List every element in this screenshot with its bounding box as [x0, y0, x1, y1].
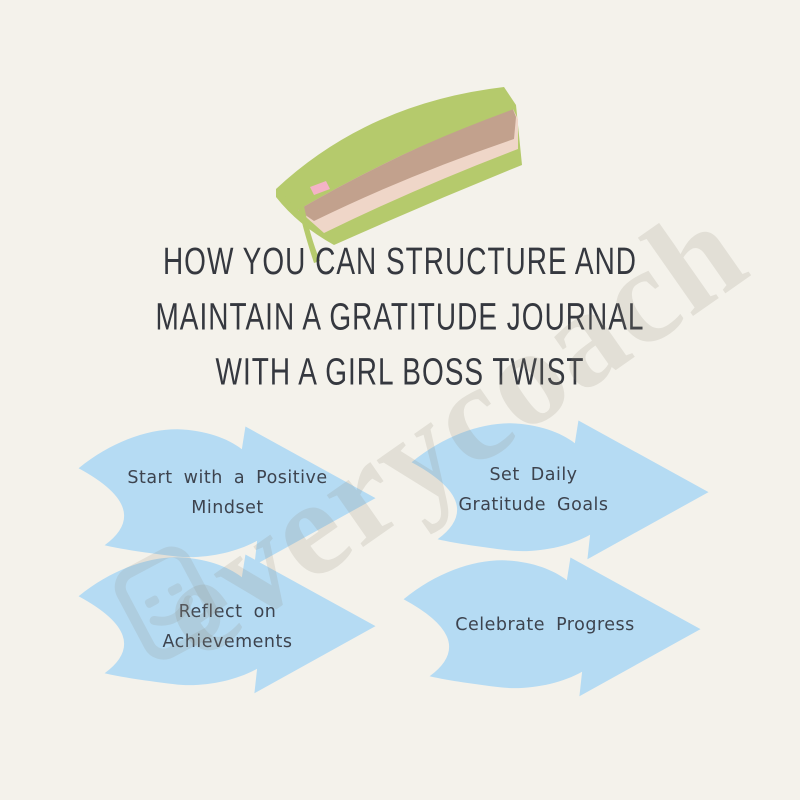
step-label-line: Achievements [162, 632, 293, 652]
page-title-line: WITH A GIRL BOSS TWIST [215, 350, 585, 393]
step-label-1: Start with a Positive Mindset [75, 463, 380, 523]
page-title-line: HOW YOU CAN STRUCTURE AND [162, 240, 638, 283]
arrow-right-icon [78, 554, 376, 694]
journal-front-cover-icon [278, 89, 514, 210]
journal-bookmark-icon [310, 181, 330, 195]
step-label-line: Celebrate Progress [455, 615, 635, 635]
arrow-right-icon [411, 420, 709, 560]
journal-ribbon-icon [296, 195, 320, 263]
step-label-line: Reflect on [178, 602, 277, 622]
step-arrow-2: Set Daily Gratitude Goals [408, 416, 713, 561]
step-label-line: Mindset [191, 498, 264, 518]
step-arrow-1: Start with a Positive Mindset [75, 422, 380, 567]
step-label-3: Reflect on Achievements [75, 597, 380, 657]
arrow-right-icon [403, 557, 701, 697]
step-label-line: Start with a Positive [127, 468, 328, 488]
step-label-4: Celebrate Progress [400, 610, 705, 640]
arrow-right-icon [78, 426, 376, 566]
page-title-line: MAINTAIN A GRATITUDE JOURNAL [155, 295, 645, 338]
step-arrow-4: Celebrate Progress [400, 553, 705, 698]
step-arrow-3: Reflect on Achievements [75, 550, 380, 695]
step-label-2: Set Daily Gratitude Goals [408, 460, 713, 520]
journal-illustration [276, 87, 522, 263]
journal-pages-icon [298, 107, 516, 221]
page-title: HOW YOU CAN STRUCTURE AND MAINTAIN A GRA… [0, 233, 800, 399]
step-label-line: Gratitude Goals [458, 495, 609, 515]
step-label-line: Set Daily [489, 465, 578, 485]
